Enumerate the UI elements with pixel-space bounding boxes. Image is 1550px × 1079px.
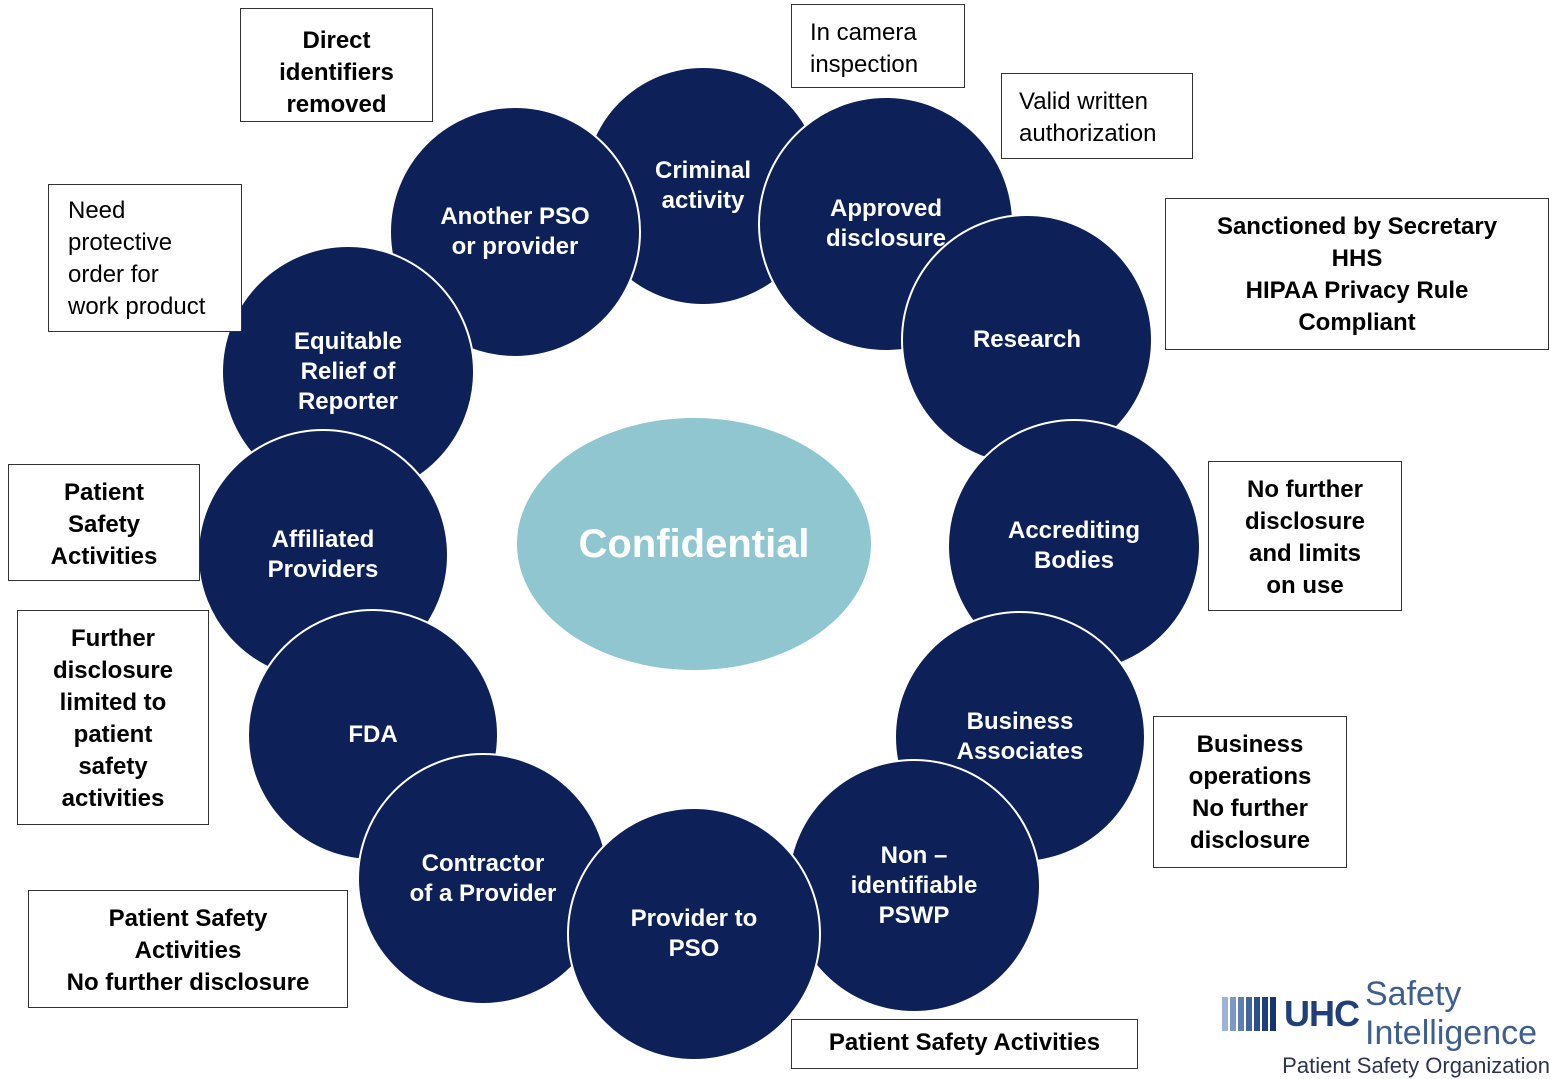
logo-tagline: Patient Safety Organization bbox=[1282, 1053, 1550, 1078]
note-business-operations: Business operations No further disclosur… bbox=[1153, 716, 1347, 868]
note-no-further-disclosure-limits: No further disclosure and limits on use bbox=[1208, 461, 1402, 611]
logo-brand: UHC bbox=[1284, 993, 1360, 1034]
circle-label: Research bbox=[972, 326, 1082, 353]
uhc-mark-icon bbox=[1222, 995, 1280, 1033]
note-need-protective: Need protective order for work product bbox=[48, 184, 242, 332]
circle-label: Approved disclosure bbox=[825, 195, 947, 252]
uhc-logo: UHC Safety Intelligence Patient Safety O… bbox=[1222, 975, 1550, 1078]
note-further-disclosure-limited: Further disclosure limited to patient sa… bbox=[17, 610, 209, 825]
note-in-camera: In camera inspection bbox=[791, 4, 965, 88]
circle-label: Another PSO or provider bbox=[440, 203, 590, 260]
circle-non-identifiable-pswp: Non – identifiable PSWP bbox=[787, 759, 1041, 1013]
note-patient-safety-no-further: Patient Safety Activities No further dis… bbox=[28, 890, 348, 1008]
circle-provider-to-pso: Provider to PSO bbox=[567, 807, 821, 1061]
note-valid-written: Valid written authorization bbox=[1001, 73, 1193, 159]
confidential-label: Confidential bbox=[578, 521, 810, 566]
note-patient-safety-activities-left: Patient Safety Activities bbox=[8, 464, 200, 581]
circle-label: Non – identifiable PSWP bbox=[850, 842, 978, 929]
circle-label: Contractor of a Provider bbox=[409, 850, 557, 907]
circle-contractor-of-provider: Contractor of a Provider bbox=[357, 753, 609, 1005]
circle-label: Criminal activity bbox=[654, 157, 752, 214]
circle-label: FDA bbox=[348, 721, 398, 748]
circle-label: Equitable Relief of Reporter bbox=[293, 328, 402, 415]
note-patient-safety-bottom: Patient Safety Activities bbox=[791, 1019, 1138, 1069]
circle-label: Accrediting Bodies bbox=[1007, 517, 1141, 574]
circle-label: Affiliated Providers bbox=[267, 526, 379, 583]
note-sanctioned: Sanctioned by Secretary HHS HIPAA Privac… bbox=[1165, 198, 1549, 350]
note-direct-identifiers: Direct identifiers removed bbox=[240, 8, 433, 122]
confidential-center: Confidential bbox=[517, 418, 871, 670]
circle-label: Business Associates bbox=[956, 708, 1084, 765]
logo-product: Safety Intelligence bbox=[1365, 975, 1538, 1052]
circle-label: Provider to PSO bbox=[630, 905, 758, 962]
